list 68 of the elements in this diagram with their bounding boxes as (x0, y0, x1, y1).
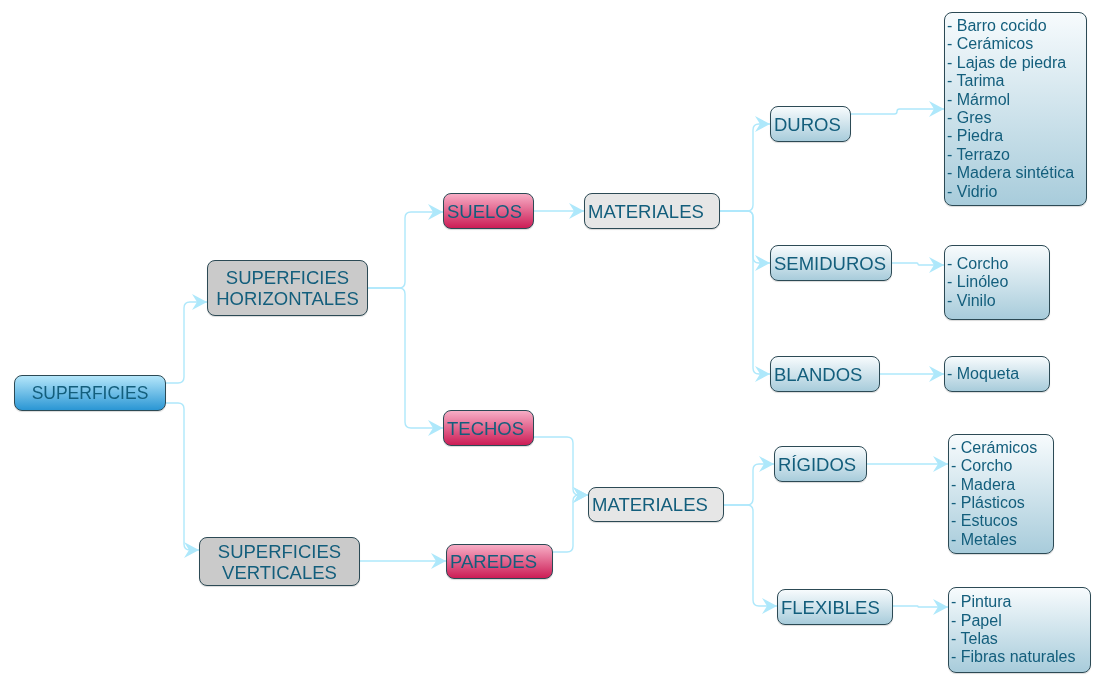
list-item: - Cerámicos (951, 438, 1039, 458)
arrow (367, 287, 444, 436)
list-item: - Madera (951, 475, 1017, 494)
list-item: - Barro cocido (947, 16, 1048, 36)
topic-box (774, 446, 867, 482)
arrow (165, 294, 208, 384)
list-item: - Mármol (947, 90, 1012, 109)
topic-label: SUPERFICIES HORIZONTALES (215, 267, 360, 309)
topic-box (770, 106, 851, 142)
topic-box (588, 487, 724, 522)
topic-box (443, 193, 534, 229)
list-item: - Plásticos (951, 494, 1026, 513)
list-item: - Linóleo (947, 273, 1010, 292)
topic-box (14, 375, 166, 411)
list-item: - Telas (951, 630, 999, 649)
topic-label: RÍGIDOS (778, 453, 858, 475)
arrow (552, 487, 589, 553)
topic-box (446, 544, 553, 579)
list-item: - Moqueta (947, 364, 1021, 384)
list-item: - Corcho (951, 457, 1014, 476)
list-item: - Papel (951, 611, 1003, 630)
topic-label: MATERIALES (588, 200, 705, 222)
topic-box (770, 245, 892, 281)
list-item: - Cerámicos (947, 35, 1035, 54)
topic-box (207, 260, 368, 316)
arrow (719, 210, 771, 382)
topic-box (770, 356, 880, 392)
list-item: - Pintura (951, 593, 1013, 612)
list-item: - Terrazo (947, 145, 1011, 165)
arrow (891, 257, 945, 273)
topic-label: SEMIDUROS (774, 252, 888, 274)
topic-label: SUPERFICIES (31, 382, 149, 404)
arrow (850, 101, 945, 117)
topic-label: MATERIALES (592, 494, 709, 515)
list-item: - Madera sintética (947, 164, 1076, 183)
list-box (944, 245, 1050, 320)
topic-label: FLEXIBLES (781, 596, 881, 618)
list-item: - Vinilo (947, 291, 997, 311)
topic-box (777, 589, 893, 625)
arrow (533, 203, 585, 219)
topic-label: SUELOS (447, 200, 524, 222)
arrow (866, 456, 949, 472)
list-item: - Estucos (951, 512, 1019, 531)
topic-label: BLANDOS (774, 363, 864, 385)
topic-box (443, 410, 534, 446)
list-item: - Gres (947, 109, 993, 128)
topic-label: PAREDES (450, 551, 539, 572)
topic-label: SUPERFICIES VERTICALES (216, 540, 343, 583)
arrow (359, 553, 447, 569)
list-item: - Fibras naturales (951, 648, 1077, 667)
list-box (948, 434, 1054, 554)
list-box (948, 587, 1091, 673)
list-item: - Vidrio (947, 182, 999, 202)
arrow (723, 504, 778, 614)
topic-box (199, 537, 360, 586)
arrow (892, 599, 949, 615)
list-box (944, 356, 1050, 392)
arrow (879, 366, 945, 382)
arrow (165, 402, 200, 558)
list-item: - Piedra (947, 127, 1005, 146)
topic-box (584, 193, 720, 229)
topic-label: TECHOS (447, 417, 526, 439)
list-item: - Tarima (947, 72, 1006, 91)
list-item: - Corcho (947, 254, 1010, 274)
list-item: - Metales (951, 530, 1018, 550)
list-box (944, 12, 1087, 206)
topic-label: DUROS (774, 113, 842, 135)
list-item: - Lajas de piedra (947, 53, 1068, 73)
